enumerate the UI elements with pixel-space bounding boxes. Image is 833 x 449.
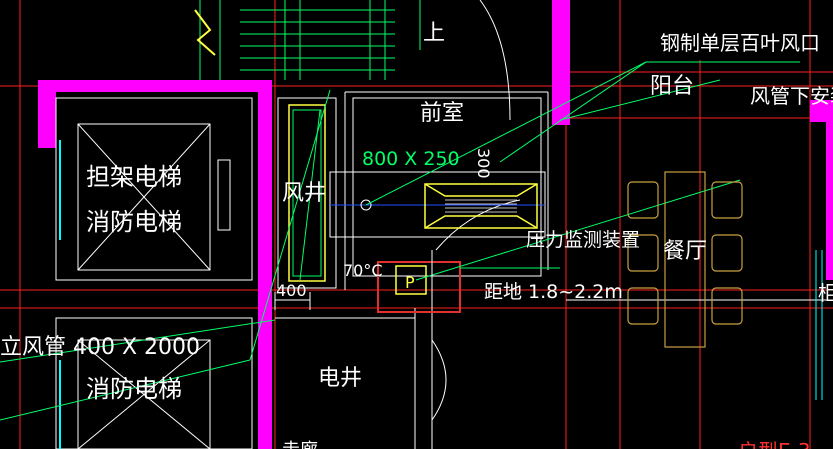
pressure-device-box <box>395 265 427 295</box>
distance-label: 距地 1.8~2.2m <box>484 281 623 303</box>
air-shaft-yellow <box>288 104 326 282</box>
pressure-device-label: 压力监测装置 <box>526 229 640 251</box>
dining-table-set <box>627 171 743 348</box>
air-shaft-label: 风井 <box>282 181 326 206</box>
stretcher-elevator-label: 担架电梯 <box>86 163 182 191</box>
edge-right-label: 柜 <box>818 281 833 305</box>
duct-size-label: 800 X 250 <box>362 148 460 170</box>
air-shaft-green <box>292 109 322 277</box>
louver-slats <box>445 199 517 213</box>
balcony-label: 阳台 <box>650 74 694 99</box>
window-strip <box>815 250 823 400</box>
elevator-shaft-1 <box>55 97 253 281</box>
elevator-shaft-2 <box>55 317 253 449</box>
bottom-right-label: 户型E-3 <box>738 439 811 449</box>
front-room-label: 前室 <box>420 101 464 126</box>
bottom-partial-label: 走廊 <box>282 440 318 449</box>
dim-400-label: 400 <box>276 281 307 300</box>
louver-vent <box>424 183 538 229</box>
leader-lines <box>0 61 800 421</box>
duct-800x250 <box>329 171 546 238</box>
dining-label: 餐厅 <box>663 239 707 264</box>
electric-shaft-label: 电井 <box>318 366 362 391</box>
fire-elevator-1-label: 消防电梯 <box>86 208 182 236</box>
stair-lines <box>199 0 421 80</box>
p-marker-label: P <box>405 273 415 292</box>
white-walls <box>275 0 833 449</box>
dim-400-line <box>274 292 311 310</box>
highlight-box <box>377 261 461 313</box>
duct-size-300-label: 300 <box>474 148 493 179</box>
fire-elevator-2-label: 消防电梯 <box>86 375 182 403</box>
break-symbol <box>194 9 216 56</box>
up-label: 上 <box>423 21 445 46</box>
vertical-duct-label: 立风管 400 X 2000 <box>0 335 200 360</box>
magenta-walls <box>38 0 833 449</box>
duct-install-label: 风管下安装 <box>750 84 833 108</box>
air-shaft-box <box>277 97 337 289</box>
temp-70-label: 70°C <box>343 261 383 280</box>
steel-louver-label: 钢制单层百叶风口 <box>660 31 820 55</box>
